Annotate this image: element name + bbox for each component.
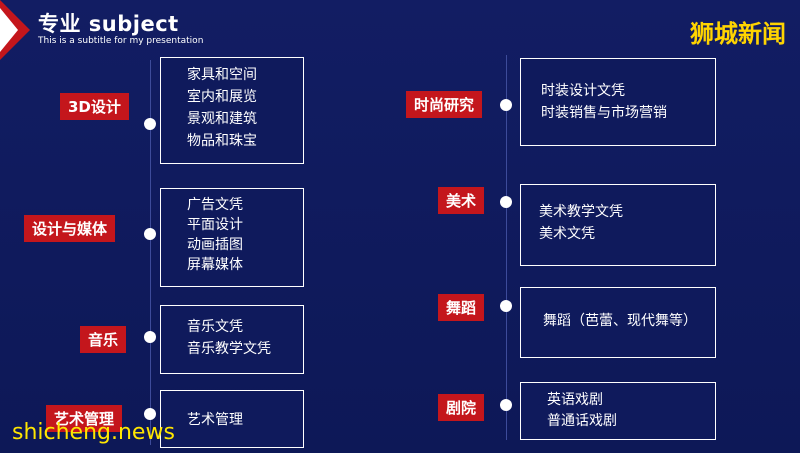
- page-subtitle: This is a subtitle for my presentation: [38, 36, 204, 46]
- list-item: 物品和珠宝: [187, 133, 257, 149]
- category-box: 艺术管理: [160, 390, 304, 448]
- list-item: 音乐文凭: [187, 319, 243, 335]
- category-label: 设计与媒体: [24, 215, 116, 242]
- timeline-dot: [500, 196, 512, 208]
- timeline-dot: [500, 99, 512, 111]
- list-item: 时装设计文凭: [541, 83, 625, 99]
- category-box: 广告文凭 平面设计 动画插图 屏幕媒体: [160, 188, 304, 287]
- category-label: 时尚研究: [406, 91, 483, 118]
- category-label: 美术: [438, 187, 485, 214]
- brand-logo-text: 狮城新闻: [690, 20, 786, 48]
- list-item: 美术文凭: [539, 226, 595, 242]
- page-title: 专业 subject: [38, 12, 179, 36]
- category-box: 家具和空间 室内和展览 景观和建筑 物品和珠宝: [160, 57, 304, 164]
- list-item: 时装销售与市场营销: [541, 105, 667, 121]
- list-item: 音乐教学文凭: [187, 341, 271, 357]
- list-item: 平面设计: [187, 217, 243, 233]
- list-item: 景观和建筑: [187, 111, 257, 127]
- list-item: 室内和展览: [187, 89, 257, 105]
- list-item: 英语戏剧: [547, 392, 603, 408]
- list-item: 动画插图: [187, 237, 243, 253]
- category-box: 美术教学文凭 美术文凭: [520, 184, 716, 266]
- left-connector-line: [150, 60, 151, 445]
- timeline-dot: [144, 118, 156, 130]
- category-box: 音乐文凭 音乐教学文凭: [160, 305, 304, 374]
- list-item: 普通话戏剧: [547, 413, 617, 429]
- category-label: 音乐: [80, 326, 127, 353]
- watermark-text: shicheng.news: [12, 420, 175, 445]
- list-item: 家具和空间: [187, 67, 257, 83]
- list-item: 美术教学文凭: [539, 204, 623, 220]
- timeline-dot: [500, 300, 512, 312]
- list-item: 舞蹈（芭蕾、现代舞等）: [543, 313, 697, 329]
- list-item: 广告文凭: [187, 197, 243, 213]
- category-label: 剧院: [438, 394, 485, 421]
- category-box: 舞蹈（芭蕾、现代舞等）: [520, 287, 716, 358]
- category-label: 艺术管理: [46, 405, 123, 432]
- timeline-dot: [144, 408, 156, 420]
- timeline-dot: [144, 331, 156, 343]
- category-label: 3D设计: [60, 93, 129, 120]
- category-label: 舞蹈: [438, 294, 485, 321]
- right-connector-line: [506, 55, 507, 440]
- list-item: 屏幕媒体: [187, 257, 243, 273]
- category-box: 时装设计文凭 时装销售与市场营销: [520, 58, 716, 146]
- timeline-dot: [500, 399, 512, 411]
- timeline-dot: [144, 228, 156, 240]
- category-box: 英语戏剧 普通话戏剧: [520, 382, 716, 440]
- list-item: 艺术管理: [187, 412, 243, 428]
